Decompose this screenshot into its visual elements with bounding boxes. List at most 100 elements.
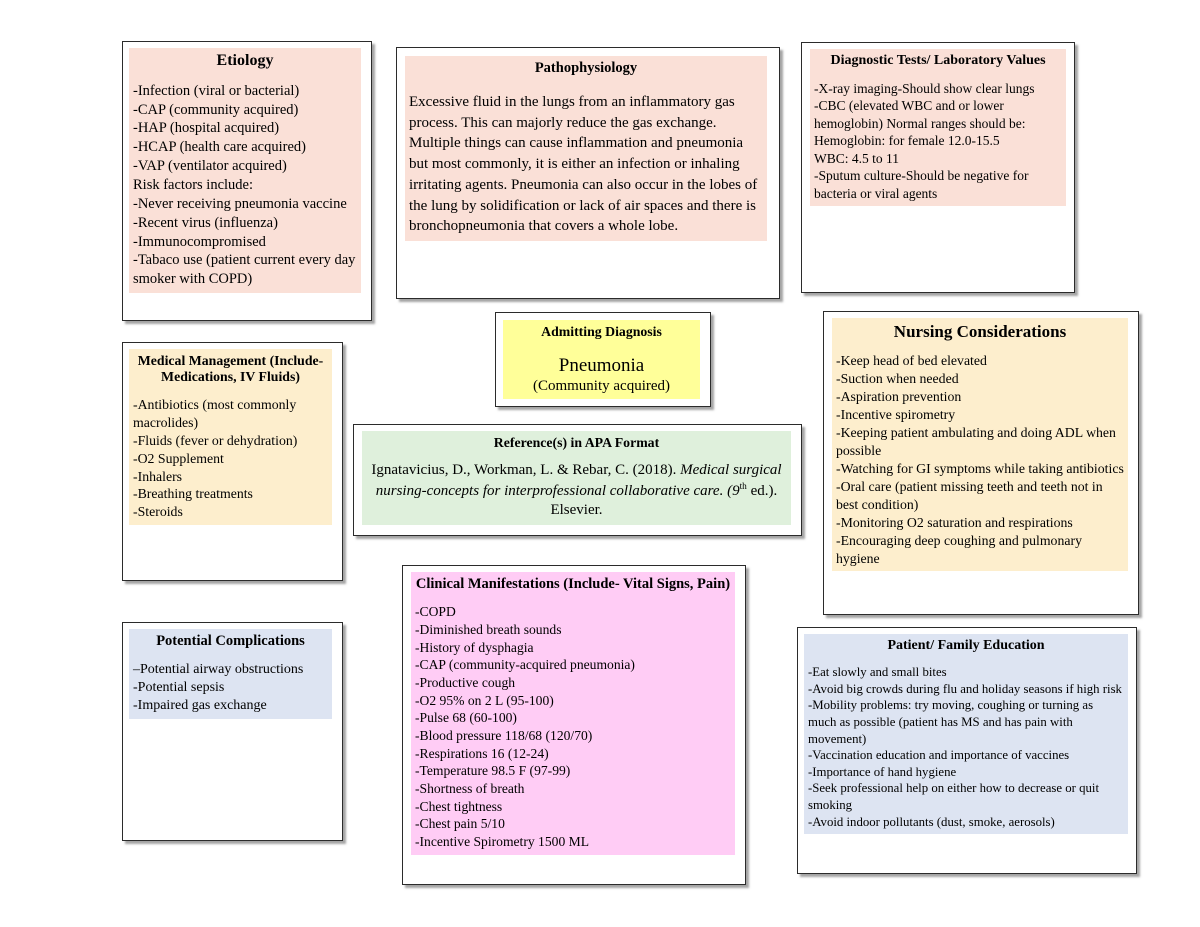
list-item: -Shortness of breath	[415, 781, 525, 797]
list-item: -History of dysphagia	[415, 639, 534, 655]
list-item: -Encouraging deep coughing and pulmonary…	[836, 532, 1082, 566]
reference-panel: Reference(s) in APA Format Ignatavicius,…	[362, 431, 791, 525]
list-item: -Watching for GI symptoms while taking a…	[836, 460, 1124, 476]
list-item: -Diminished breath sounds	[415, 621, 562, 637]
pathophysiology-paragraph: Excessive fluid in the lungs from an inf…	[409, 94, 758, 235]
list-item: -Infection (viral or bacterial)	[133, 82, 300, 99]
list-item: -Oral care (patient missing teeth and te…	[836, 478, 1103, 512]
list-item: -Aspiration prevention	[836, 389, 962, 405]
list-item: -Importance of hand hygiene	[808, 764, 957, 779]
nursing-considerations-panel: Nursing Considerations -Keep head of bed…	[832, 318, 1128, 572]
list-item: -Eat slowly and small bites	[808, 665, 947, 680]
list-item: -Sputum culture-Should be negative for b…	[814, 168, 1029, 201]
reference-citation: Ignatavicius, D., Workman, L. & Rebar, C…	[366, 461, 787, 521]
nursing-considerations-title: Nursing Considerations	[893, 322, 1067, 341]
potential-complications-title: Potential Complications	[156, 633, 305, 649]
patient-family-education-box: Patient/ Family Education -Eat slowly an…	[797, 627, 1137, 874]
list-item: Risk factors include:	[133, 176, 254, 193]
potential-complications-panel: Potential Complications –Potential airwa…	[129, 629, 332, 720]
patient-family-education-panel: Patient/ Family Education -Eat slowly an…	[804, 634, 1128, 835]
diagnostic-tests-box: Diagnostic Tests/ Laboratory Values -X-r…	[801, 42, 1075, 293]
list-item: -Tabaco use (patient current every day s…	[133, 252, 356, 288]
citation-edition-number: 9	[732, 482, 740, 499]
list-item: -Seek professional help on either how to…	[808, 781, 1100, 813]
list-item: -X-ray imaging-Should show clear lungs	[814, 80, 1035, 96]
list-item: -Steroids	[133, 504, 183, 520]
list-item: -Keeping patient ambulating and doing AD…	[836, 425, 1116, 458]
admitting-diagnosis-value: Pneumonia	[558, 354, 645, 376]
list-item: -Never receiving pneumonia vaccine	[133, 195, 347, 212]
list-item: -Keep head of bed elevated	[836, 353, 987, 369]
reference-box: Reference(s) in APA Format Ignatavicius,…	[353, 424, 802, 536]
list-item: -CAP (community-acquired pneumonia)	[415, 657, 635, 673]
list-item: -Avoid indoor pollutants (dust, smoke, a…	[808, 814, 1055, 829]
list-item: -VAP (ventilator acquired)	[133, 158, 287, 175]
list-item: WBC: 4.5 to 11	[814, 150, 900, 166]
pathophysiology-title: Pathophysiology	[534, 60, 638, 76]
list-item: -Inhalers	[133, 468, 183, 484]
list-item: -Avoid big crowds during flu and holiday…	[808, 681, 1122, 696]
potential-complications-list: –Potential airway obstructions -Potential…	[133, 661, 328, 716]
list-item: -CAP (community acquired)	[133, 101, 299, 118]
citation-edition-ordinal: th	[739, 481, 747, 492]
list-item: -Blood pressure 118/68 (120/70)	[415, 728, 593, 743]
etiology-list: -Infection (viral or bacterial) -CAP (com…	[133, 82, 357, 289]
citation-edition-suffix: ed.). Elsevier.	[550, 482, 778, 519]
clinical-manifestations-box: Clinical Manifestations (Include- Vital …	[402, 565, 746, 885]
list-item: -Incentive spirometry	[836, 407, 956, 423]
list-item: -Chest pain 5/10	[415, 816, 505, 832]
medical-management-panel: Medical Management (Include- Medications…	[129, 349, 332, 526]
list-item: -Breathing treatments	[133, 486, 253, 502]
list-item: -Productive cough	[415, 674, 516, 690]
list-item: -CBC (elevated WBC and or lower hemoglob…	[814, 98, 1026, 131]
admitting-diagnosis-box: Admitting Diagnosis Pneumonia (Community…	[495, 312, 711, 407]
list-item: Hemoglobin: for female 12.0-15.5	[814, 133, 1000, 149]
list-item: -Respirations 16 (12-24)	[415, 745, 549, 761]
clinical-manifestations-list: -COPD-Diminished breath sounds -History o…	[415, 603, 731, 850]
citation-edition-open: (	[723, 482, 733, 499]
list-item: -Vaccination education and importance of…	[808, 748, 1070, 763]
list-item: -COPD	[415, 604, 456, 620]
list-item: -Potential sepsis	[133, 679, 225, 695]
list-item: -O2 Supplement	[133, 450, 224, 466]
admitting-diagnosis-panel: Admitting Diagnosis Pneumonia (Community…	[503, 320, 700, 400]
list-item: -Immunocompromised	[133, 233, 266, 250]
nursing-considerations-list: -Keep head of bed elevated -Suction when …	[836, 352, 1124, 567]
pathophysiology-panel: Pathophysiology Excessive fluid in the l…	[405, 56, 767, 241]
list-item: -Fluids (fever or dehydration)	[133, 432, 298, 448]
clinical-manifestations-title: Clinical Manifestations (Include- Vital …	[415, 576, 731, 592]
list-item: -Mobility problems: try moving, coughing…	[808, 698, 1094, 746]
admitting-diagnosis-qualifier: (Community acquired)	[532, 378, 671, 395]
medical-management-box: Medical Management (Include- Medications…	[122, 342, 343, 581]
list-item: -Recent virus (influenza)	[133, 214, 278, 231]
list-item: -Temperature 98.5 F (97-99)	[415, 763, 571, 779]
list-item: -Impaired gas exchange	[133, 697, 267, 713]
pathophysiology-box: Pathophysiology Excessive fluid in the l…	[396, 47, 780, 299]
medical-management-title: Medical Management (Include- Medications…	[137, 353, 324, 385]
reference-title: Reference(s) in APA Format	[493, 435, 660, 450]
list-item: -HAP (hospital acquired)	[133, 120, 280, 137]
list-item: –Potential airway obstructions	[133, 661, 304, 677]
clinical-manifestations-panel: Clinical Manifestations (Include- Vital …	[411, 572, 735, 855]
admitting-diagnosis-title: Admitting Diagnosis	[541, 324, 662, 339]
list-item: -Incentive Spirometry 1500 ML	[415, 834, 590, 850]
etiology-panel: Etiology -Infection (viral or bacterial)…	[129, 48, 361, 294]
citation-book-title: Medical surgical nursing-concepts for in…	[375, 462, 782, 499]
list-item: -Suction when needed	[836, 371, 959, 387]
list-item: -Pulse 68 (60-100)	[415, 710, 517, 726]
diagnostic-tests-title: Diagnostic Tests/ Laboratory Values	[830, 53, 1046, 68]
list-item: -HCAP (health care acquired)	[133, 139, 306, 156]
medical-management-list: -Antibiotics (most commonly macrolides) -…	[133, 396, 328, 521]
diagnostic-tests-panel: Diagnostic Tests/ Laboratory Values -X-r…	[810, 49, 1066, 207]
patient-family-education-list: -Eat slowly and small bites-Avoid big cr…	[808, 664, 1124, 830]
list-item: -Antibiotics (most commonly macrolides)	[133, 396, 297, 430]
diagnostic-tests-list: -X-ray imaging-Should show clear lungs -C…	[814, 80, 1062, 203]
nursing-considerations-box: Nursing Considerations -Keep head of bed…	[823, 311, 1139, 615]
list-item: -O2 95% on 2 L (95-100)	[415, 692, 554, 708]
patient-family-education-title: Patient/ Family Education	[887, 638, 1045, 653]
citation-authors-year: Ignatavicius, D., Workman, L. & Rebar, C…	[371, 462, 681, 479]
list-item: -Chest tightness	[415, 798, 503, 814]
etiology-title: Etiology	[216, 52, 274, 69]
etiology-box: Etiology -Infection (viral or bacterial)…	[122, 41, 372, 321]
